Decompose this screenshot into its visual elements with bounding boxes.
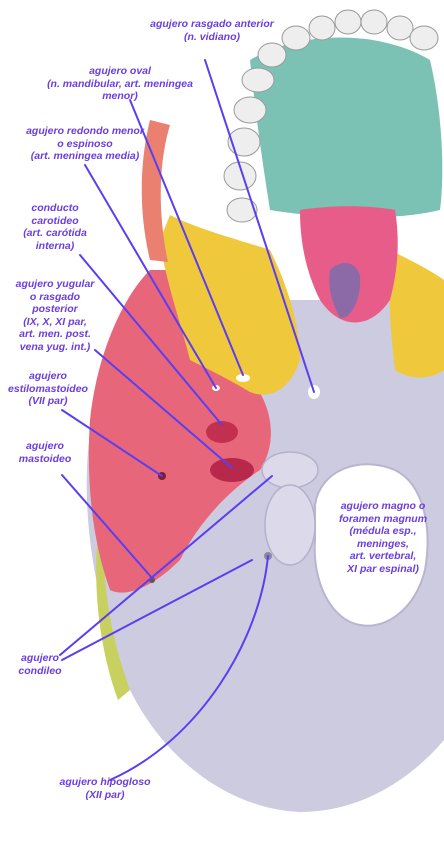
label-estilomastoideo: agujero estilomastoideo (VII par)	[8, 370, 88, 407]
pointer-condileo-2	[61, 559, 253, 661]
pointer-hipogloso	[109, 555, 269, 781]
pointer-rasgado-anterior	[204, 59, 315, 393]
carotid-canal	[206, 421, 238, 443]
label-yugular: agujero yugular o rasgado posterior (IX,…	[15, 278, 95, 353]
label-redondo-menor: agujero redondo menor o espinoso (art. m…	[26, 125, 144, 162]
hard-palate	[250, 37, 443, 218]
occipital-condyle	[261, 451, 319, 489]
label-rasgado-anterior: agujero rasgado anterior (n. vidiano)	[150, 18, 274, 43]
label-carotideo: conducto carotideo (art. carótida intern…	[23, 202, 87, 252]
zygomatic-arch	[141, 120, 170, 262]
label-oval: agujero oval (n. mandibular, art. mening…	[47, 65, 193, 102]
pointer-carotideo	[79, 254, 223, 426]
pointer-condileo-1	[59, 475, 273, 656]
pointer-oval	[129, 99, 244, 376]
teeth-row	[223, 9, 439, 223]
label-mastoideo: agujero mastoideo	[18, 440, 72, 465]
foramen-ovale	[236, 374, 250, 382]
sphenoid-bone-right	[389, 250, 444, 378]
pointer-estilomastoideo	[61, 409, 163, 477]
pointer-yugular	[94, 349, 233, 469]
label-condileo: agujero condileo	[18, 652, 62, 677]
foramen-magnum	[313, 463, 429, 627]
pointer-mastoideo	[61, 474, 153, 579]
occipital-condyle	[264, 484, 316, 566]
label-hipogloso: agujero hipogloso (XII par)	[59, 776, 151, 801]
pointer-redondo-menor	[84, 164, 217, 389]
jugular-foramen	[210, 458, 254, 482]
choana	[329, 263, 361, 319]
label-magno: agujero magno o foramen magnum (médula e…	[338, 500, 428, 575]
